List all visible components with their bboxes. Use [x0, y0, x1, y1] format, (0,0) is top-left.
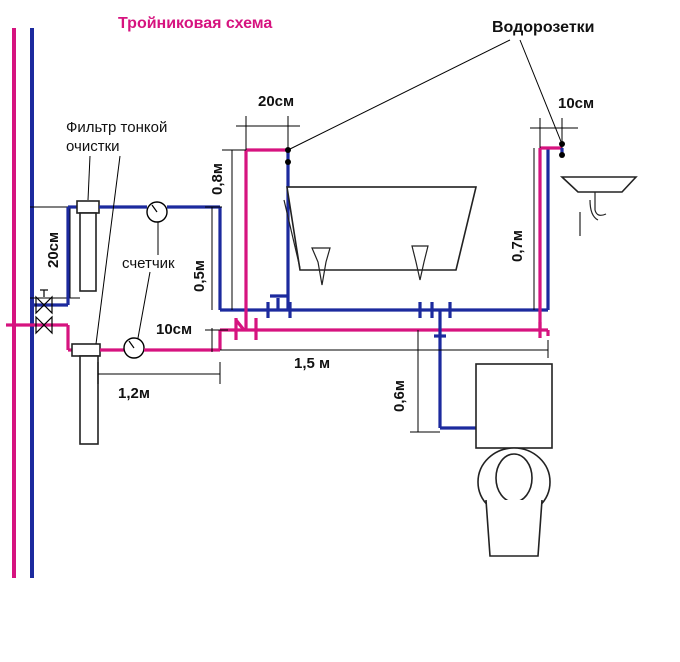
- dim-height-0-5: 0,5м: [191, 260, 208, 292]
- cold-valve-icon: [35, 289, 53, 315]
- hot-filter-flask: [79, 355, 99, 445]
- filter-label-line1: Фильтр тонкой: [66, 119, 167, 136]
- sink: [559, 176, 638, 236]
- dim-meter-gap: 10см: [156, 321, 192, 338]
- filter-label-line2: очистки: [66, 138, 120, 155]
- dim-height-0-6: 0,6м: [391, 380, 408, 412]
- toilet: [475, 363, 553, 557]
- hot-fine-filter: [71, 343, 101, 357]
- hot-valve-icon: [35, 315, 53, 335]
- dim-riser-gap: 20см: [45, 232, 62, 268]
- dim-height-0-8: 0,8м: [209, 163, 226, 195]
- dim-tub-outlet-width: 20см: [258, 93, 294, 110]
- dim-span-1-5: 1,5 м: [294, 355, 330, 372]
- dim-sink-outlet-width: 10см: [558, 95, 594, 112]
- bathtub: [283, 186, 478, 286]
- dim-span-1-2: 1,2м: [118, 385, 150, 402]
- outlets-label: Водорозетки: [492, 19, 595, 36]
- diagram-title: Тройниковая схема: [118, 15, 272, 32]
- meter-label: счетчик: [122, 255, 175, 272]
- dim-height-0-7: 0,7м: [509, 230, 526, 262]
- cold-fine-filter: [76, 200, 100, 214]
- cold-filter-flask: [79, 212, 97, 292]
